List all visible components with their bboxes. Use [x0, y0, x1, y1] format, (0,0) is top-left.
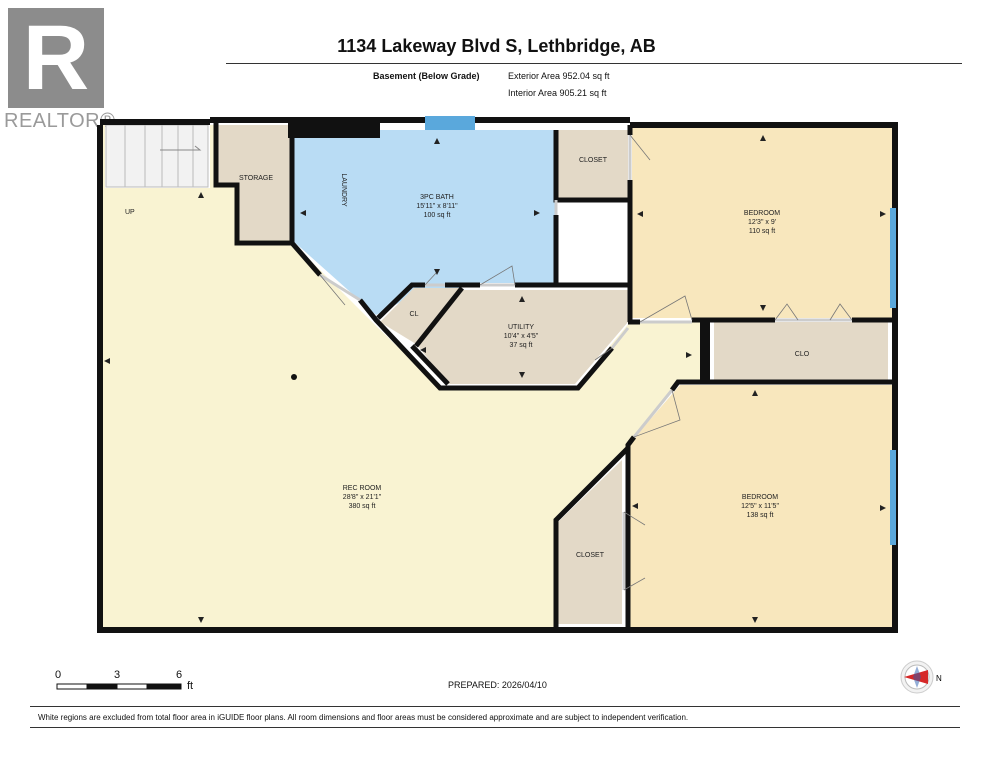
- laundry-label: LAUNDRY: [340, 173, 347, 207]
- realtor-wordmark: REALTOR®: [4, 110, 116, 132]
- bedroom-2-name: BEDROOM: [742, 494, 778, 501]
- scale-label-3: 3: [114, 669, 121, 681]
- center-dot: [291, 374, 297, 380]
- bedroom-1-dims: 12'3" x 9': [748, 219, 776, 226]
- rec-room-floor: [100, 125, 700, 628]
- rec-room-dims: 28'8" x 21'1": [343, 494, 382, 501]
- scale-bar: [56, 683, 182, 690]
- bath-name: 3PC BATH: [420, 194, 454, 201]
- footer-divider-bottom: [30, 727, 960, 728]
- bedroom-2-dims: 12'5" x 11'5": [741, 503, 779, 510]
- utility-floor: [418, 290, 628, 384]
- scale-label-6: 6: [176, 669, 183, 681]
- footer-divider-top: [30, 706, 960, 707]
- doors: [319, 134, 853, 591]
- clo-label: CLO: [795, 351, 810, 358]
- page-title: 1134 Lakeway Blvd S, Lethbridge, AB: [337, 36, 656, 56]
- scale-label-0: 0: [55, 669, 62, 681]
- cl-floor: [380, 288, 460, 344]
- walls: [97, 117, 898, 633]
- closet-top-floor: [558, 130, 628, 198]
- rec-room-name: REC ROOM: [343, 485, 382, 492]
- bedroom-2-floor: [628, 385, 893, 628]
- compass-icon: [900, 660, 934, 694]
- closet-bottom-floor: [558, 460, 622, 624]
- disclaimer: White regions are excluded from total fl…: [38, 713, 689, 722]
- closet-top-label: CLOSET: [579, 157, 608, 164]
- cl-label: CL: [410, 311, 419, 318]
- utility-area: 37 sq ft: [510, 342, 533, 349]
- exterior-area: Exterior Area 952.04 sq ft: [508, 71, 610, 81]
- bedroom-1-area: 110 sq ft: [749, 228, 775, 235]
- rec-room-area: 380 sq ft: [349, 503, 376, 510]
- bath-dims: 15'11" x 8'11": [416, 203, 458, 210]
- realtor-logo: R REALTOR®: [0, 0, 116, 134]
- stairs: [105, 124, 209, 188]
- utility-dims: 10'4" x 4'5": [504, 333, 539, 340]
- bath-area: 100 sq ft: [424, 212, 451, 219]
- realtor-logo-letter: R: [22, 7, 90, 109]
- stairs-up-label: UP: [125, 209, 135, 216]
- scale-unit: ft: [187, 680, 194, 692]
- utility-name: UTILITY: [508, 324, 534, 331]
- windows: [425, 116, 896, 545]
- bedroom-2-area: 138 sq ft: [747, 512, 774, 519]
- clo-floor: [714, 322, 888, 380]
- bath-floor: [292, 130, 556, 315]
- bedroom-1-floor: [632, 128, 893, 318]
- closet-bottom-label: CLOSET: [576, 552, 605, 559]
- title-divider: [226, 63, 962, 64]
- prepared-date: PREPARED: 2026/04/10: [448, 680, 547, 690]
- interior-area: Interior Area 905.21 sq ft: [508, 88, 607, 98]
- bedroom-1-name: BEDROOM: [744, 210, 780, 217]
- level-label: Basement (Below Grade): [373, 71, 480, 81]
- storage-floor: [216, 125, 290, 240]
- dimension-markers: [104, 135, 886, 623]
- realtor-logo-box: [8, 8, 104, 108]
- compass-north-label: N: [936, 674, 942, 683]
- storage-label: STORAGE: [239, 175, 273, 182]
